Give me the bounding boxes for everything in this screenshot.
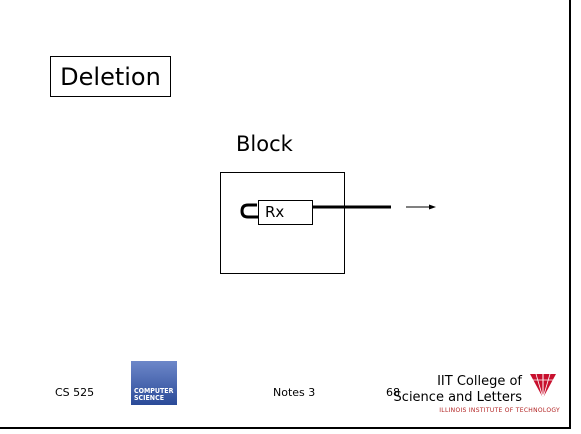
arrow-head bbox=[429, 204, 436, 210]
block-label: Block bbox=[236, 132, 293, 156]
computer-science-logo: COMPUTER SCIENCE bbox=[131, 361, 177, 405]
college-line1: IIT College of bbox=[437, 374, 522, 389]
block-box bbox=[220, 172, 345, 274]
cs-logo-line1: COMPUTER bbox=[134, 387, 174, 395]
iit-emblem-icon bbox=[530, 373, 556, 399]
notes-label: Notes 3 bbox=[273, 386, 316, 399]
tombstone-hook bbox=[240, 203, 258, 219]
course-label: CS 525 bbox=[55, 386, 95, 399]
college-line2: Science and Letters bbox=[393, 390, 522, 405]
record-label: Rx bbox=[265, 203, 285, 221]
record-box: Rx bbox=[258, 200, 313, 225]
iit-college-logo: IIT College of Science and Letters ILLIN… bbox=[394, 370, 560, 415]
slide-title-text: Deletion bbox=[60, 62, 161, 91]
slide-title: Deletion bbox=[50, 56, 171, 97]
cs-logo-line2: SCIENCE bbox=[134, 394, 164, 402]
slide-frame bbox=[0, 0, 571, 429]
institute-name: ILLINOIS INSTITUTE OF TECHNOLOGY bbox=[439, 407, 560, 414]
page-number: 68 bbox=[386, 386, 400, 399]
